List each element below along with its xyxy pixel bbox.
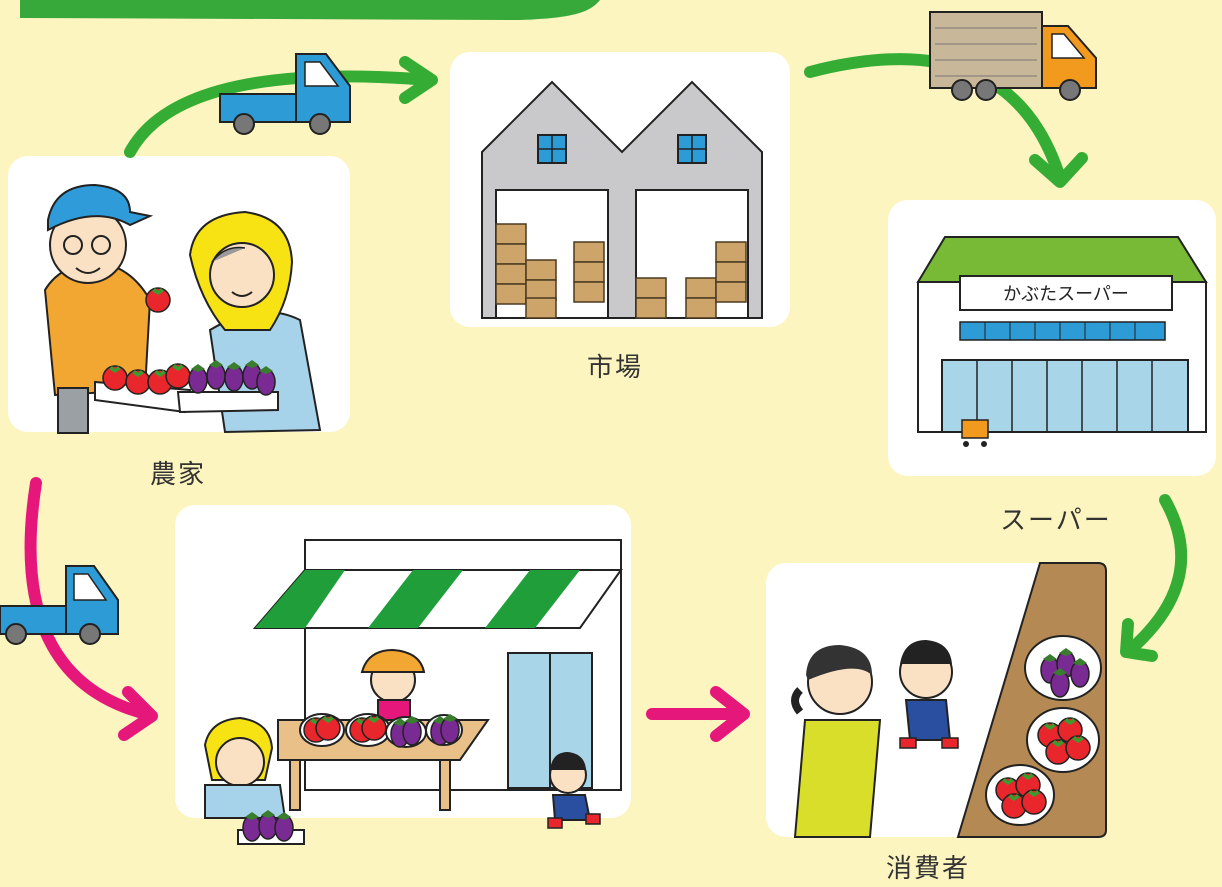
label-supermarket: スーパー [1000, 506, 1112, 536]
farmer-man [43, 183, 171, 434]
shopping-cart-icon [961, 419, 989, 447]
label-market: 市場 [587, 353, 644, 383]
striped-awning [252, 569, 623, 629]
arrow-supermarket-to-consumer [1120, 494, 1188, 662]
shelf-tomatoes-2 [985, 764, 1055, 826]
market-panel [450, 52, 790, 327]
shopkeeper [360, 648, 426, 721]
truck-icon-farmer-direct-shop [0, 565, 119, 645]
label-consumer: 消費者 [886, 854, 971, 884]
consumer-girl [899, 640, 959, 749]
produce-table [277, 713, 490, 811]
label-farmer: 農家 [150, 460, 207, 490]
supermarket-panel: かぶたスーパー [888, 200, 1216, 476]
seller-woman [203, 716, 305, 845]
arrow-farmer-to-market [124, 56, 438, 158]
shelf-tomatoes-1 [1026, 707, 1100, 773]
supermarket-sign: かぶたスーパー [1003, 284, 1129, 305]
consumer-panel [766, 562, 1107, 838]
shelf-eggplants [1024, 635, 1102, 701]
truck-icon-farmer-market [219, 53, 351, 135]
shopping-woman [791, 645, 882, 838]
arrow-direct-shop-to-consumer [646, 686, 750, 742]
truck-icon-market-supermarket [929, 11, 1097, 101]
banner-strip [20, 0, 600, 20]
direct-shop-panel [175, 505, 631, 845]
arrow-farmer-to-direct-shop [24, 477, 158, 741]
blue-window-band [959, 321, 1166, 341]
farmer-panel [8, 156, 350, 434]
running-girl [547, 752, 601, 829]
eggplant-tray [176, 359, 279, 414]
